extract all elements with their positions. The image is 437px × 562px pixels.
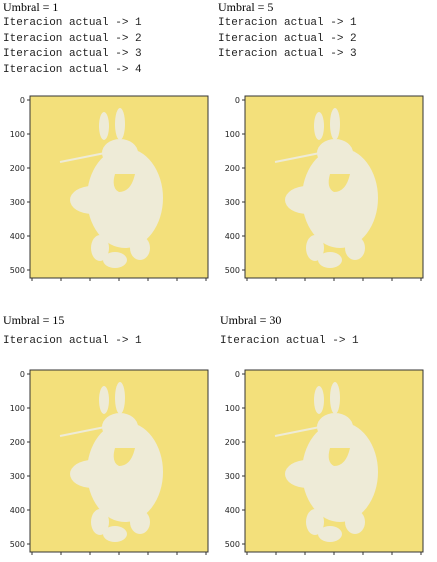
segmented-image-plot: 0 100 200 300 400 500: [225, 95, 424, 281]
segmented-image-plot: 0 100 200 300 400 500: [10, 95, 209, 281]
log-line: Iteracion actual -> 4: [3, 63, 142, 76]
log-line: Iteracion actual -> 2: [3, 32, 142, 45]
subject-silhouette: [70, 382, 163, 542]
log-line: Iteracion actual -> 1: [220, 335, 359, 347]
whisker-line: [59, 425, 111, 437]
y-tick-label: 400: [225, 506, 240, 515]
log-line: Iteracion actual -> 1: [3, 17, 142, 29]
y-tick-label: 300: [10, 198, 25, 207]
y-tick-label: 500: [225, 540, 240, 549]
y-tick-label: 300: [225, 198, 240, 207]
y-tick-label: 200: [10, 438, 25, 447]
log-line: Iteracion actual -> 2: [218, 32, 357, 45]
y-tick-label: 500: [10, 266, 25, 275]
y-tick-label: 200: [225, 164, 240, 173]
segmented-image-plot: 0 100 200 300 400 500: [225, 369, 424, 555]
y-tick-label: 200: [225, 438, 240, 447]
y-tick-label: 400: [225, 232, 240, 241]
y-tick-label: 500: [10, 540, 25, 549]
panel-title: Umbral = 30: [220, 313, 282, 327]
mouth-region: [328, 174, 350, 192]
y-tick-label: 100: [225, 130, 240, 139]
log-line: Iteracion actual -> 1: [3, 335, 142, 347]
mouth-region: [113, 174, 135, 192]
y-tick-label: 0: [235, 370, 240, 379]
panel-title: Umbral = 1: [3, 0, 59, 14]
y-tick-label: 0: [235, 96, 240, 105]
y-tick-label: 0: [20, 370, 25, 379]
mouth-region: [113, 448, 135, 466]
y-tick-label: 300: [10, 472, 25, 481]
panel-title: Umbral = 5: [218, 0, 274, 14]
iteration-log: Iteracion actual -> 1 Iteracion actual ->…: [218, 16, 357, 63]
y-tick-label: 100: [10, 404, 25, 413]
y-tick-label: 500: [225, 266, 240, 275]
panel-title: Umbral = 15: [3, 313, 65, 327]
iteration-log: Iteracion actual -> 1: [220, 334, 359, 350]
log-line: Iteracion actual -> 3: [3, 48, 142, 60]
y-tick-label: 100: [10, 130, 25, 139]
subject-silhouette: [285, 382, 378, 542]
y-tick-label: 300: [225, 472, 240, 481]
subject-silhouette: [285, 108, 378, 268]
y-tick-label: 0: [20, 96, 25, 105]
y-tick-label: 400: [10, 506, 25, 515]
whisker-line: [274, 425, 326, 437]
mouth-region: [328, 448, 350, 466]
log-line: Iteracion actual -> 3: [218, 48, 357, 60]
iteration-log: Iteracion actual -> 1: [3, 334, 142, 350]
segmented-image-plot: 0 100 200 300 400 500: [10, 369, 209, 555]
y-tick-label: 400: [10, 232, 25, 241]
whisker-line: [274, 151, 326, 163]
log-line: Iteracion actual -> 1: [218, 17, 357, 29]
iteration-log: Iteracion actual -> 1 Iteracion actual ->…: [3, 16, 142, 78]
y-tick-label: 100: [225, 404, 240, 413]
y-tick-label: 200: [10, 164, 25, 173]
whisker-line: [59, 151, 111, 163]
subject-silhouette: [70, 108, 163, 268]
